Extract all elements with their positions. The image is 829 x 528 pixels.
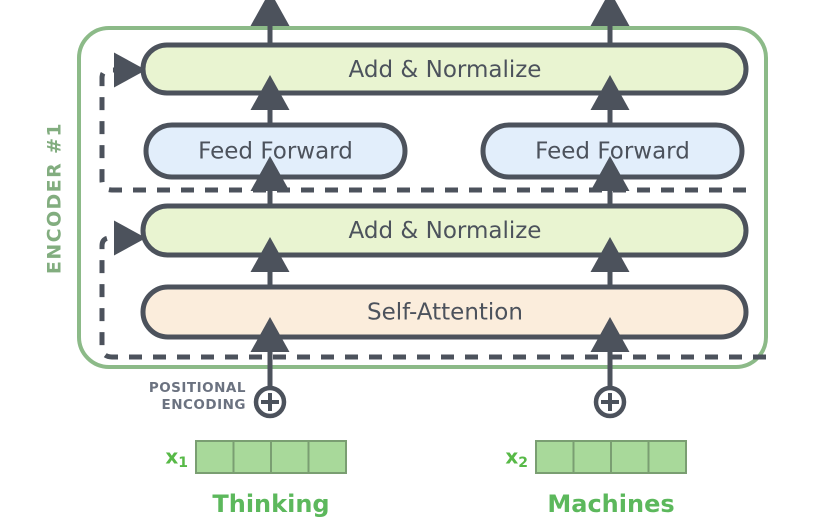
token-2-cell-3	[647, 440, 687, 474]
encoder-label-group: ENCODER #1	[44, 122, 66, 274]
positional-encoding-label-group: POSITIONAL ENCODING	[149, 380, 246, 413]
encoder-label: ENCODER #1	[44, 122, 66, 274]
encoder-container-outline	[77, 26, 768, 369]
token-2-subscript: 2	[518, 455, 528, 471]
token-2-cells	[535, 440, 687, 474]
residual-connection-bottom	[99, 220, 766, 360]
token-1-cell-1	[232, 440, 272, 474]
positional-encoding-add-right[interactable]	[593, 385, 627, 419]
token-2-cell-0	[535, 440, 575, 474]
encoder-container	[77, 26, 768, 369]
residual-connection-top	[99, 52, 746, 193]
token-embedding-2: x2 Machines	[505, 440, 687, 518]
token-1-cell-2	[270, 440, 310, 474]
feed-forward-left[interactable]: Feed Forward	[143, 122, 408, 180]
token-2-cell-1	[572, 440, 612, 474]
token-2-word: Machines	[547, 490, 674, 518]
token-1-symbol: x1	[165, 445, 188, 472]
token-1-cell-3	[307, 440, 347, 474]
token-2-symbol: x2	[505, 445, 528, 472]
self-attention[interactable]: Self-Attention	[140, 284, 749, 340]
feed-forward-right[interactable]: Feed Forward	[480, 122, 745, 180]
token-1-cells	[195, 440, 347, 474]
add-normalize-top-label: Add & Normalize	[349, 57, 542, 83]
token-1-word: Thinking	[212, 490, 329, 518]
feed-forward-right-label: Feed Forward	[535, 139, 690, 165]
self-attention-label: Self-Attention	[367, 300, 523, 326]
positional-encoding-label-line1: POSITIONAL	[149, 380, 246, 396]
add-normalize-bottom[interactable]: Add & Normalize	[140, 203, 749, 258]
add-normalize-top[interactable]: Add & Normalize	[140, 42, 749, 96]
feed-forward-left-label: Feed Forward	[198, 139, 353, 165]
token-1-subscript: 1	[178, 455, 188, 471]
token-1-cell-0	[195, 440, 235, 474]
token-embedding-1: x1 Thinking	[165, 440, 347, 518]
positional-encoding-label-line2: ENCODING	[161, 397, 246, 413]
add-normalize-bottom-label: Add & Normalize	[349, 218, 542, 244]
token-2-cell-2	[610, 440, 650, 474]
positional-encoding-add-left[interactable]	[253, 385, 287, 419]
